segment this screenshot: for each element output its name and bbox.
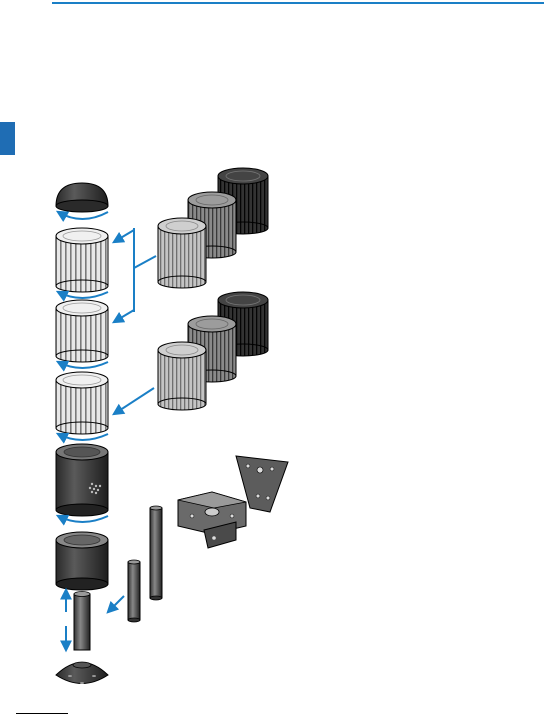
short-pole xyxy=(74,592,90,651)
pointer-arrow-icon xyxy=(114,310,134,322)
twist-arrow-icon xyxy=(58,212,108,219)
long-pole xyxy=(150,506,162,600)
ribbed-light-module xyxy=(56,372,108,434)
variant-light xyxy=(158,218,206,288)
ribbed-light-module xyxy=(56,300,108,362)
color-variant-set-lower xyxy=(158,292,268,410)
twist-arrow-icon xyxy=(58,292,108,298)
twist-arrow-icon xyxy=(58,434,108,440)
medium-pole xyxy=(128,560,140,622)
angle-mounting-bracket xyxy=(178,492,246,548)
pointer-arrow-icon xyxy=(114,388,154,414)
variant-light xyxy=(158,342,206,410)
dome-cap xyxy=(56,183,108,212)
pointer-arrow-icon xyxy=(114,230,134,242)
twist-arrow-icon xyxy=(58,362,108,368)
foot-base xyxy=(56,662,108,684)
buzzer-module xyxy=(56,444,108,516)
base-module xyxy=(56,532,108,590)
color-variant-set-upper xyxy=(158,168,268,288)
ribbed-light-module xyxy=(56,228,108,292)
twist-arrow-icon xyxy=(58,516,108,522)
pointer-arrow-icon xyxy=(108,596,124,612)
variant-bracket xyxy=(114,228,156,322)
